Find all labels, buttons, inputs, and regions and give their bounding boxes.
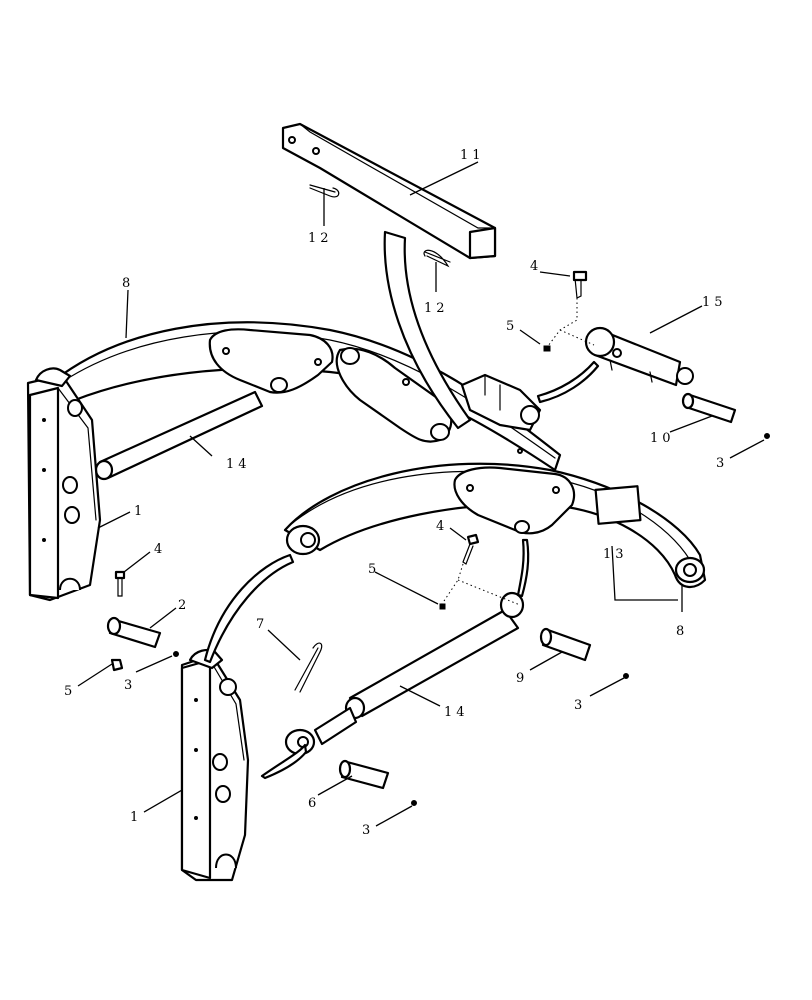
callout-4-upper: 4: [530, 259, 542, 274]
callout-15: 15: [702, 295, 727, 310]
callout-5-upper: 5: [506, 319, 518, 334]
clip-3-right: [623, 673, 629, 679]
callout-8-front: 8: [676, 624, 688, 639]
pin-10: [681, 392, 737, 424]
callout-3-right: 3: [574, 698, 586, 713]
callout-10: 10: [650, 431, 675, 446]
nut-5-left: [110, 658, 124, 672]
assembly-line-center: [441, 563, 521, 606]
front-mounting-upright: [180, 649, 250, 882]
pin-9: [539, 627, 592, 662]
callout-12-upper: 12: [308, 231, 333, 246]
callout-1-front: 1: [130, 810, 142, 825]
leader-lines: [77, 161, 765, 827]
clip-3-left: [173, 651, 179, 657]
callout-4-left: 4: [154, 542, 166, 557]
assembly-line-upper: [547, 298, 595, 347]
callout-3-left: 3: [124, 678, 136, 693]
hairpin-clip-lower: [423, 249, 451, 268]
callout-4-center: 4: [436, 519, 448, 534]
clip-3-upper: [764, 433, 770, 439]
callout-6: 6: [308, 796, 320, 811]
callout-2: 2: [178, 598, 190, 613]
hydraulic-cylinder-large: [284, 591, 525, 756]
hairpin-clip-7: [294, 642, 323, 693]
bolt-4-left: [114, 570, 126, 597]
pin-2: [106, 616, 162, 649]
callouts: 11 12 12 4 15 5 8 10 3 14 1 4 4 13 5 2 8…: [64, 148, 728, 838]
callout-14-front: 14: [444, 705, 469, 720]
front-loader-arm: [283, 462, 707, 588]
callout-5-center: 5: [368, 562, 380, 577]
bolt-4-upper: [572, 270, 588, 299]
mount-bracket-block: [460, 373, 542, 454]
bolt-4-center: [462, 533, 480, 565]
callout-1-rear: 1: [134, 504, 146, 519]
callout-9: 9: [516, 671, 528, 686]
callout-5-left: 5: [64, 684, 76, 699]
rear-loader-arm: [53, 321, 562, 481]
hydraulic-cylinder-small: [584, 326, 694, 387]
cross-bar: [281, 122, 497, 260]
callout-8-rear: 8: [122, 276, 134, 291]
pin-6: [338, 759, 390, 790]
nut-5-center: [439, 603, 446, 610]
assembly-arrows: [203, 230, 600, 780]
rear-mounting-upright: [26, 367, 102, 602]
callout-12-lower: 12: [424, 301, 449, 316]
hairpin-clip-upper: [309, 184, 340, 198]
nut-5-upper: [543, 345, 551, 352]
callout-13: 13: [603, 547, 628, 562]
callout-3-upper: 3: [716, 456, 728, 471]
clip-3-bottom: [411, 800, 417, 806]
callout-3-bottom: 3: [362, 823, 374, 838]
callout-7: 7: [256, 617, 268, 632]
callout-14-rear: 14: [226, 457, 251, 472]
callout-11: 11: [460, 148, 485, 163]
